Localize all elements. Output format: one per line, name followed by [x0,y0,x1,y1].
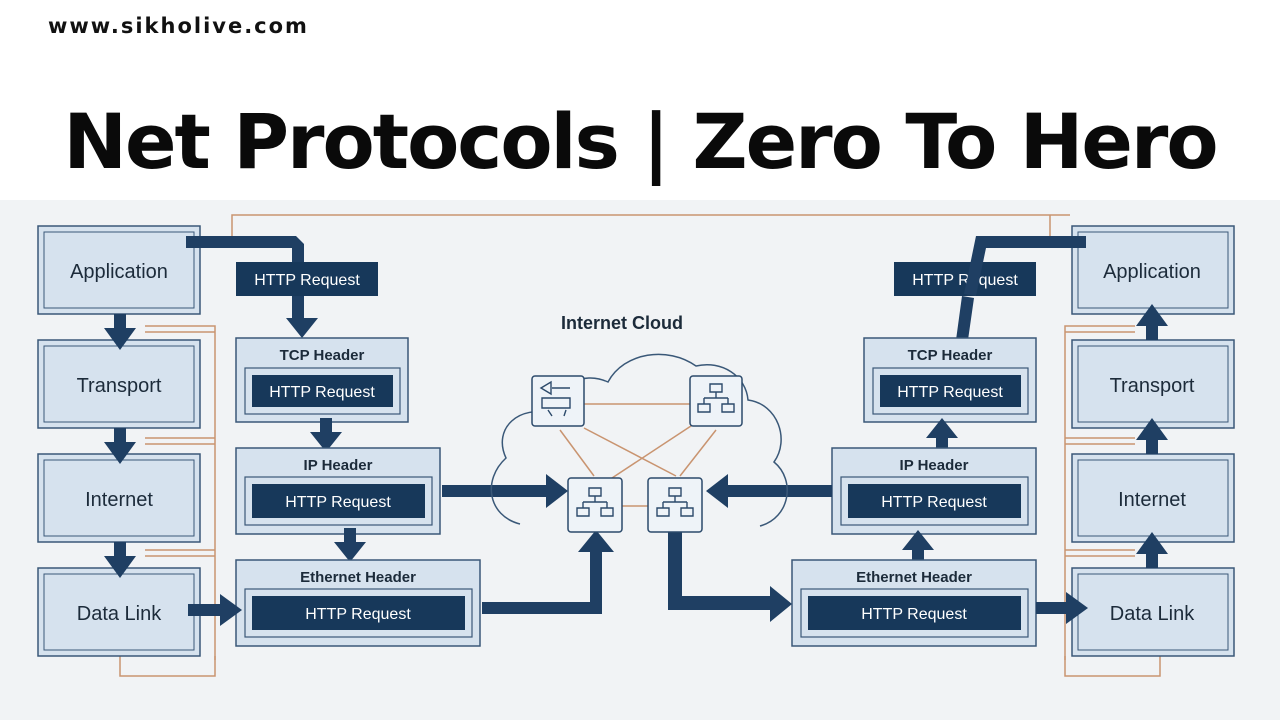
page-title: Net Protocols | Zero To Hero [63,97,1218,186]
right-layer-transport-label: Transport [1110,375,1195,397]
left-ethernet-payload-label: HTTP Request [305,606,411,623]
right-layer-transport: Transport [1071,339,1235,429]
left-down-arrow-1 [104,314,136,350]
left-ethernet-header-label: Ethernet Header [300,569,416,586]
right-layer-data-link: Data Link [1071,567,1235,657]
camera-router-icon [531,375,585,427]
network-hierarchy-icon [647,477,703,533]
right-frame-to-datalink-arrow [1036,592,1088,624]
network-hierarchy-icon [689,375,743,427]
right-ip-to-tcp-arrow [926,418,958,450]
left-ip-header-label: IP Header [304,457,373,474]
left-layer-application: Application [37,225,201,315]
right-tcp-to-application-arrow [956,236,1086,340]
right-tcp-packet: TCP Header HTTP Request [863,337,1037,423]
left-down-arrow-3 [104,542,136,578]
right-layer-application: Application [1071,225,1235,315]
right-ethernet-header-label: Ethernet Header [856,569,972,586]
left-ethernet-packet: Ethernet Header HTTP Request [235,559,481,647]
cloud-to-right-ip-arrow [706,474,832,508]
right-ethernet-to-ip-arrow [902,530,934,562]
protocol-diagram-svg: Application Transport Internet Data Link… [37,214,1235,677]
left-frame-to-cloud-arrow [482,530,614,614]
left-tcp-packet: TCP Header HTTP Request [235,337,409,423]
left-datalink-to-frame-arrow [188,594,242,626]
right-http-request-label: HTTP Request [912,272,1018,289]
left-tcp-payload-label: HTTP Request [269,384,375,401]
left-down-arrow-2 [104,428,136,464]
internet-cloud-label: Internet Cloud [561,313,683,333]
left-layer-internet-label: Internet [85,489,153,511]
right-ip-packet: IP Header HTTP Request [831,447,1037,535]
right-tcp-header-label: TCP Header [908,347,993,364]
left-tcp-header-label: TCP Header [280,347,365,364]
left-ip-to-cloud-arrow [442,474,568,508]
left-http-request-packet: HTTP Request [236,262,378,296]
right-tcp-payload-label: HTTP Request [897,384,1003,401]
right-ethernet-packet: Ethernet Header HTTP Request [791,559,1037,647]
left-ip-payload-label: HTTP Request [285,494,391,511]
right-up-arrow-3 [1136,532,1168,568]
right-ip-payload-label: HTTP Request [881,494,987,511]
left-application-out-arrow [186,236,318,338]
protocol-diagram: Application Transport Internet Data Link… [0,200,1280,720]
left-tcp-to-ip-arrow [310,418,342,452]
right-ip-header-label: IP Header [900,457,969,474]
left-ip-packet: IP Header HTTP Request [235,447,441,535]
left-layer-data-link-label: Data Link [77,603,162,625]
right-layer-application-label: Application [1103,261,1201,283]
left-ip-to-ethernet-arrow [334,528,366,562]
left-layer-transport: Transport [37,339,201,429]
internet-cloud [490,353,788,527]
left-layer-application-label: Application [70,261,168,283]
right-layer-internet-label: Internet [1118,489,1186,511]
left-http-request-label: HTTP Request [254,272,360,289]
left-layer-transport-label: Transport [77,375,162,397]
network-hierarchy-icon [567,477,623,533]
right-stack-links [1049,215,1161,677]
right-layer-data-link-label: Data Link [1110,603,1195,625]
cloud-to-right-frame-arrow [668,532,792,622]
left-layer-internet: Internet [37,453,201,543]
right-up-arrow-2 [1136,418,1168,454]
site-url: www.sikholive.com [48,14,309,38]
right-ethernet-payload-label: HTTP Request [861,606,967,623]
left-layer-data-link: Data Link [37,567,201,657]
right-layer-internet: Internet [1071,453,1235,543]
right-up-arrow-1 [1136,304,1168,340]
